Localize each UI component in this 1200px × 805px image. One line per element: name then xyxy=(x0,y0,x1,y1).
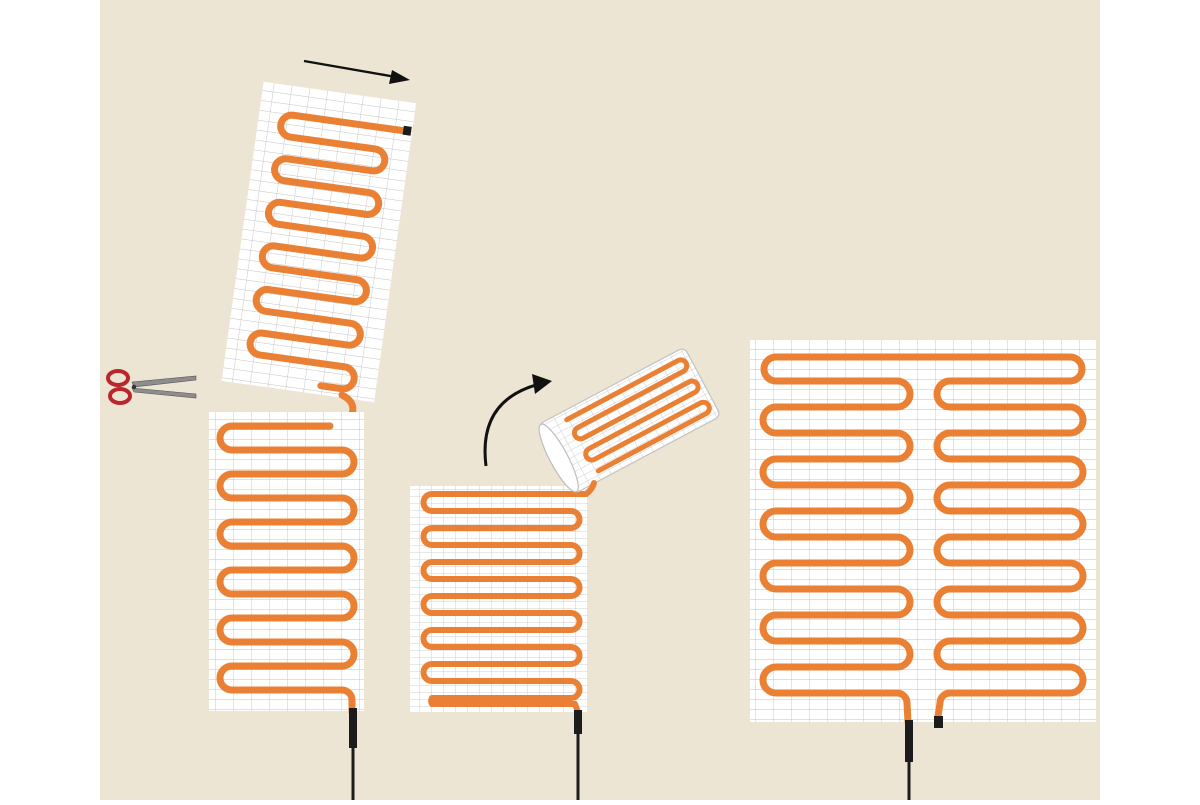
roll-end xyxy=(538,423,579,493)
heating-cable xyxy=(216,422,358,716)
connecting-cable xyxy=(583,480,597,497)
mesh-grid xyxy=(209,412,364,711)
mat-step-1 xyxy=(106,59,417,800)
rolled-mat xyxy=(538,348,720,493)
heating-cable xyxy=(246,111,411,393)
mat-step-3 xyxy=(750,340,1096,800)
cold-lead-connector xyxy=(349,708,357,748)
heating-cable-right xyxy=(914,353,1087,720)
cold-lead-connector xyxy=(905,720,913,762)
mesh-grid xyxy=(221,81,417,403)
arrow-right-icon xyxy=(303,59,410,84)
heating-cable xyxy=(564,357,712,474)
cold-lead-connector xyxy=(574,710,582,734)
heating-cable-left xyxy=(759,353,922,726)
cable-end-cap xyxy=(934,716,943,728)
heating-cable xyxy=(420,491,589,715)
curved-arrow-icon xyxy=(483,374,552,467)
mat-piece-rotated xyxy=(221,81,417,403)
mat-step-2 xyxy=(410,348,720,800)
cable-end-cap xyxy=(402,125,412,136)
scissors-icon xyxy=(106,369,197,405)
